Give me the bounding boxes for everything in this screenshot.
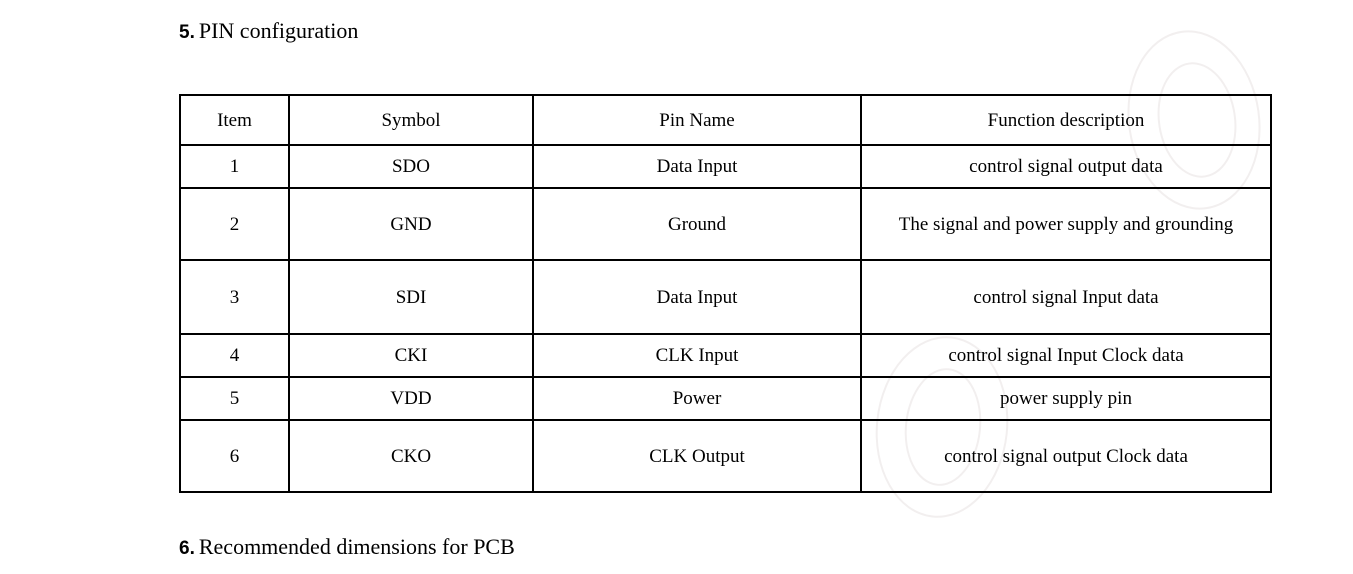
cell-symbol: CKO: [288, 419, 534, 493]
cell-pin-name: Ground: [532, 187, 862, 261]
table-row: 4 CKI CLK Input control signal Input Clo…: [179, 333, 1272, 378]
cell-function: control signal output data: [860, 144, 1272, 189]
cell-pin-name: CLK Output: [532, 419, 862, 493]
table-row: 3 SDI Data Input control signal Input da…: [179, 259, 1272, 335]
column-header-symbol: Symbol: [288, 94, 534, 146]
cell-function: control signal Input Clock data: [860, 333, 1272, 378]
pin-configuration-table: Item Symbol Pin Name Function descriptio…: [179, 94, 1272, 493]
cell-item: 3: [179, 259, 290, 335]
section-number: 6.: [179, 538, 195, 559]
cell-item: 6: [179, 419, 290, 493]
column-header-function: Function description: [860, 94, 1272, 146]
cell-function: power supply pin: [860, 376, 1272, 421]
cell-symbol: VDD: [288, 376, 534, 421]
cell-function: The signal and power supply and groundin…: [860, 187, 1272, 261]
cell-item: 1: [179, 144, 290, 189]
column-header-item: Item: [179, 94, 290, 146]
section-heading-pcb-dimensions: 6.Recommended dimensions for PCB: [179, 533, 515, 563]
column-header-pin-name: Pin Name: [532, 94, 862, 146]
cell-item: 5: [179, 376, 290, 421]
cell-symbol: CKI: [288, 333, 534, 378]
section-heading-pin-configuration: 5.PIN configuration: [179, 17, 358, 47]
cell-symbol: SDI: [288, 259, 534, 335]
table-row: 2 GND Ground The signal and power supply…: [179, 187, 1272, 261]
cell-symbol: GND: [288, 187, 534, 261]
cell-pin-name: Power: [532, 376, 862, 421]
cell-symbol: SDO: [288, 144, 534, 189]
cell-pin-name: CLK Input: [532, 333, 862, 378]
cell-item: 2: [179, 187, 290, 261]
table-row: 1 SDO Data Input control signal output d…: [179, 144, 1272, 189]
cell-pin-name: Data Input: [532, 259, 862, 335]
cell-pin-name: Data Input: [532, 144, 862, 189]
section-title: PIN configuration: [198, 18, 359, 43]
cell-function: control signal Input data: [860, 259, 1272, 335]
section-number: 5.: [179, 22, 195, 43]
section-title: Recommended dimensions for PCB: [198, 534, 515, 559]
table-header-row: Item Symbol Pin Name Function descriptio…: [179, 94, 1272, 146]
table-row: 5 VDD Power power supply pin: [179, 376, 1272, 421]
table-row: 6 CKO CLK Output control signal output C…: [179, 419, 1272, 493]
cell-item: 4: [179, 333, 290, 378]
cell-function: control signal output Clock data: [860, 419, 1272, 493]
